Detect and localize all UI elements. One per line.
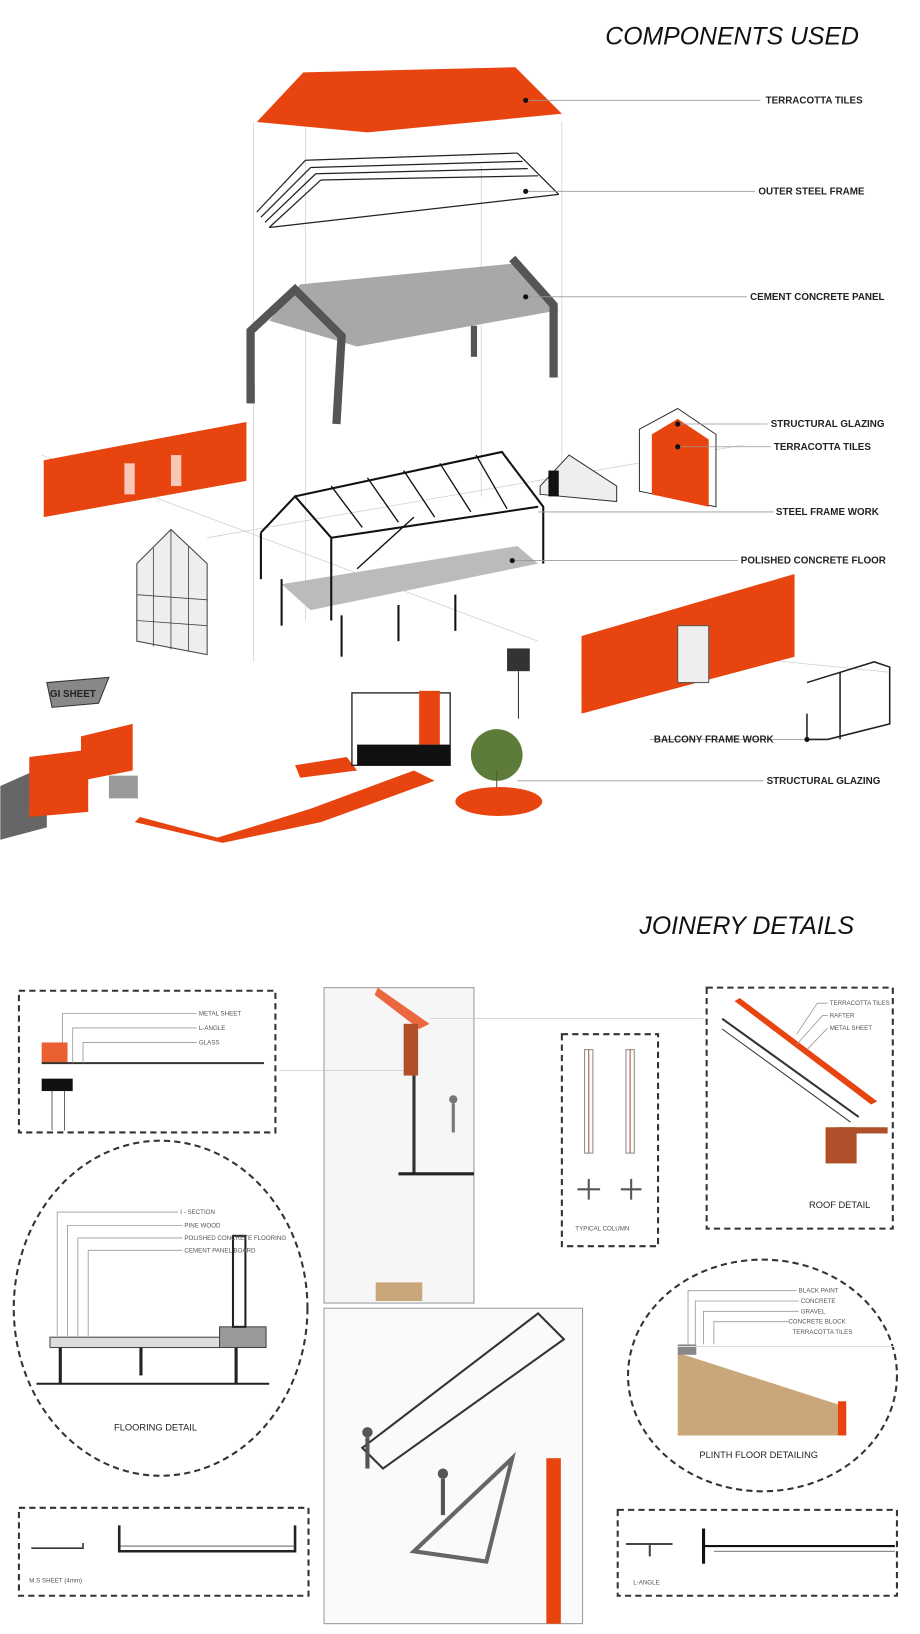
cement-concrete-panel [246,255,559,425]
component-labels: TERRACOTTA TILES OUTER STEEL FRAME CEMEN… [50,95,886,786]
right-gables [539,407,717,508]
label-structural-glazing-top: STRUCTURAL GLAZING [771,419,885,430]
label-roof-metal-sheet: METAL SHEET [830,1025,873,1032]
label-concrete: CONCRETE [801,1298,836,1305]
site-ground-plan [0,676,543,843]
label-cement-panel-board: CEMENT PANEL BOARD [184,1247,256,1254]
water-tank [507,648,530,719]
ms-sheet-detail: M.S SHEET (4mm) [17,1506,310,1597]
terracotta-roof [256,67,562,133]
l-angle-detail: L-ANGLE [616,1508,898,1597]
label-rafter: RAFTER [830,1013,855,1020]
label-l-angle: L-ANGLE [199,1025,225,1032]
label-gravel: GRAVEL [801,1308,826,1315]
typical-column-detail: TYPICAL COLUMN [560,1033,660,1248]
label-terracotta-tiles-wall: TERRACOTTA TILES [774,442,871,453]
label-outer-steel-frame: OUTER STEEL FRAME [758,186,865,197]
label-metal-sheet: METAL SHEET [199,1011,242,1018]
flooring-detail: I - SECTION PINE WOOD POLISHED CONCRETE … [12,1139,309,1477]
components-title: COMPONENTS USED [605,23,859,50]
label-gi-sheet: GI SHEET [50,689,96,700]
plinth-floor-detail: BLACK PAINT CONCRETE GRAVEL CONCRETE BLO… [627,1258,898,1493]
caption-plinth-floor-detailing: PLINTH FLOOR DETAILING [699,1450,818,1460]
label-roof-terracotta-tiles: TERRACOTTA TILES [830,1000,890,1007]
label-structural-glazing-bottom: STRUCTURAL GLAZING [767,776,881,787]
glass-joint-detail: METAL SHEET L-ANGLE GLASS [17,989,277,1134]
steel-frame-work [259,450,545,657]
caption-typical-column: TYPICAL COLUMN [575,1226,629,1233]
caption-flooring-detail: FLOORING DETAIL [114,1422,197,1432]
caption-ms-sheet: M.S SHEET (4mm) [29,1577,82,1584]
right-terracotta-wall [581,573,795,714]
joinery-title: JOINERY DETAILS [638,913,854,940]
caption-l-angle: L-ANGLE [633,1579,659,1586]
label-cement-concrete-panel: CEMENT CONCRETE PANEL [750,292,884,303]
label-steel-frame-work: STEEL FRAME WORK [776,507,879,518]
left-glazed-gable [136,528,208,656]
label-terracotta-tiles-roof: TERRACOTTA TILES [766,95,863,106]
label-plinth-terracotta-tiles: TERRACOTTA TILES [792,1329,852,1336]
label-i-section: I - SECTION [180,1209,215,1216]
label-polished-concrete-floor: POLISHED CONCRETE FLOOR [741,556,886,567]
roof-detail: TERRACOTTA TILES RAFTER METAL SHEET ROOF… [705,986,894,1230]
balcony-frame [806,661,891,741]
label-balcony-frame-work: BALCONY FRAME WORK [654,735,774,746]
label-black-paint: BLACK PAINT [799,1288,839,1295]
label-pine-wood: PINE WOOD [184,1223,221,1230]
label-polished-concrete-flooring: POLISHED CONCRETE FLOORING [184,1235,286,1242]
outer-steel-frame [256,152,560,229]
label-concrete-block: CONCRETE BLOCK [788,1319,846,1326]
building-section [279,987,704,1625]
label-glass: GLASS [199,1040,220,1047]
caption-roof-detail: ROOF DETAIL [809,1200,870,1210]
left-terracotta-wall [43,421,247,518]
